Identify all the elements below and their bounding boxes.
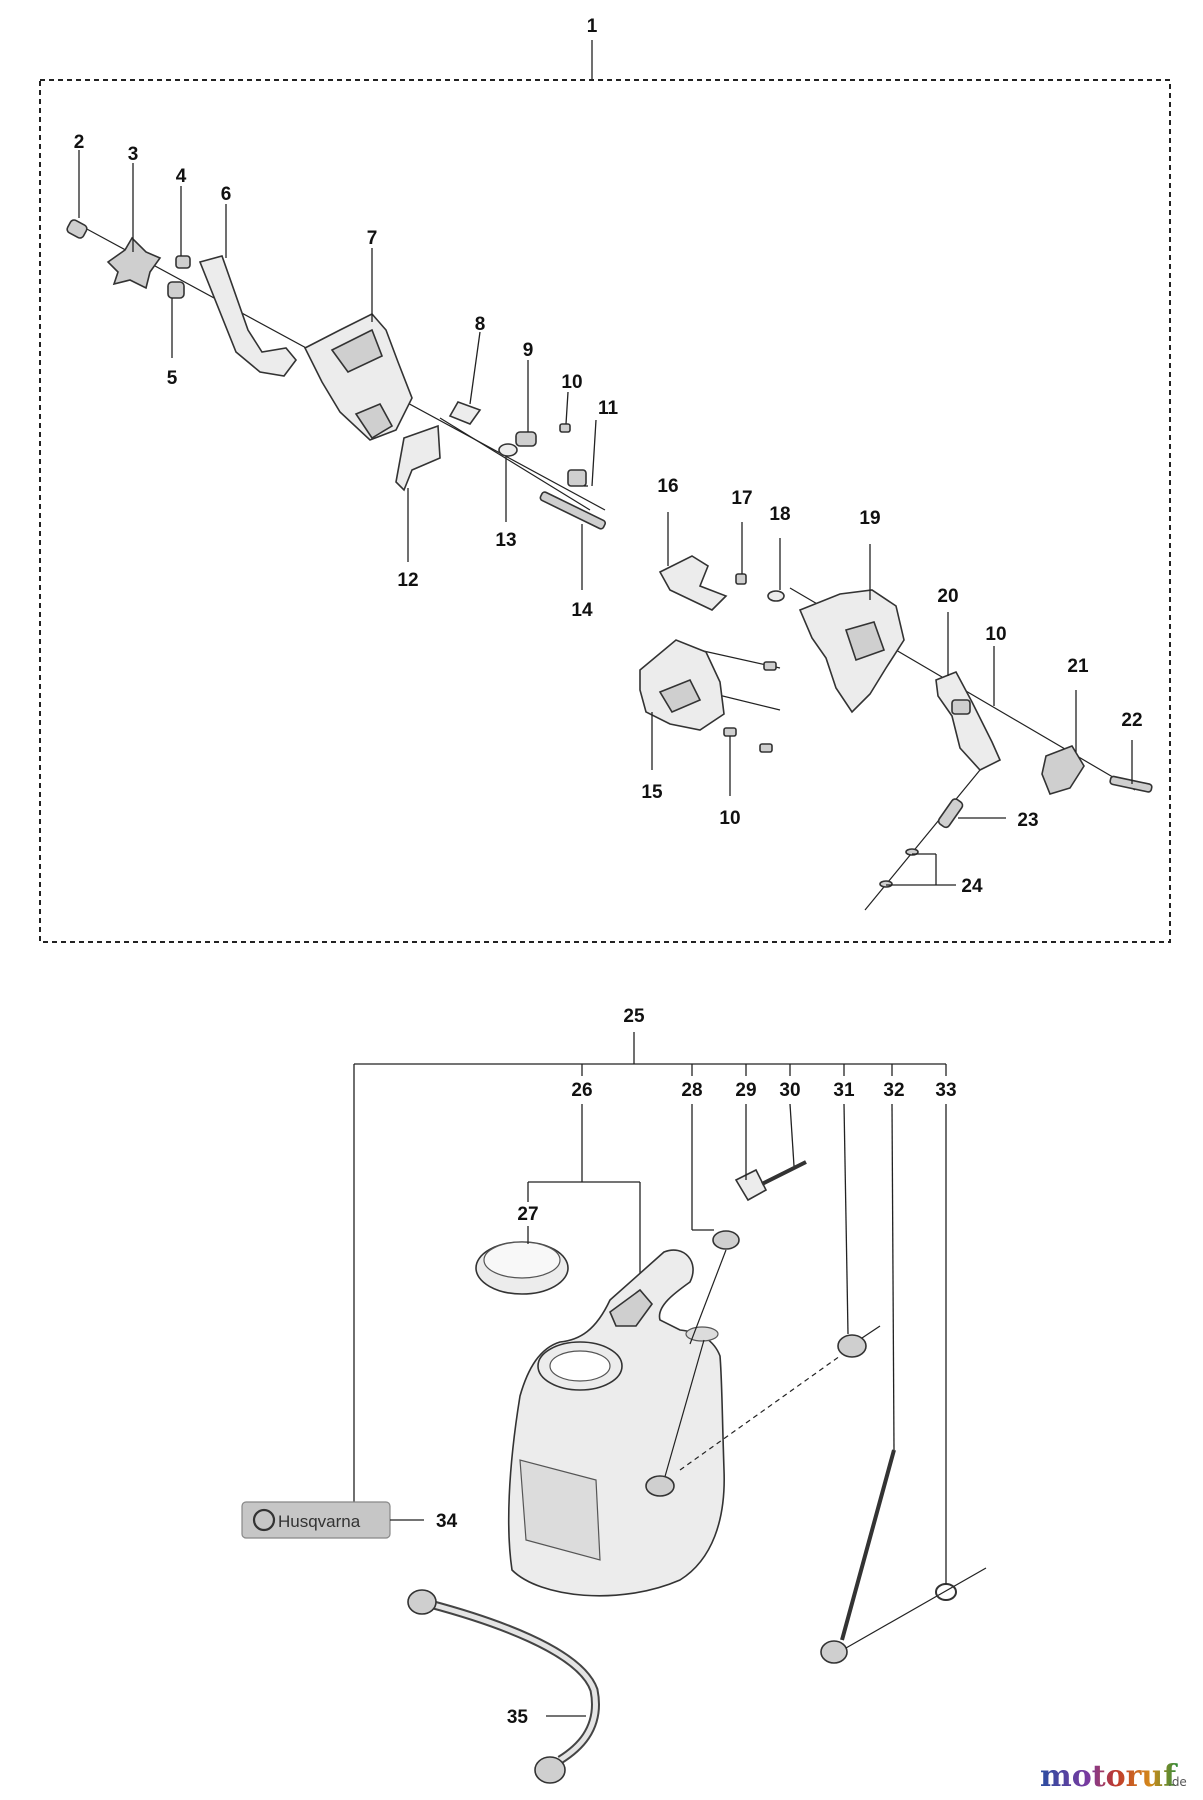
part-13-washer bbox=[498, 443, 518, 457]
part-35-hose bbox=[428, 1599, 600, 1764]
callout-29: 29 bbox=[735, 1080, 756, 1101]
part-7-clamp-housing bbox=[303, 313, 413, 441]
part-21-knob bbox=[1041, 745, 1085, 795]
assembly-group-25: Husqvarna bbox=[241, 1032, 987, 1784]
callout-31: 31 bbox=[833, 1080, 855, 1101]
assembly-boundary bbox=[39, 79, 1171, 943]
callout-13: 13 bbox=[495, 530, 516, 551]
callout-34: 34 bbox=[436, 1511, 458, 1532]
callout-10c: 10 bbox=[719, 808, 740, 829]
part-28-grommet bbox=[712, 1230, 740, 1250]
part-14-bolt bbox=[539, 491, 606, 530]
part-17-nut bbox=[735, 573, 747, 585]
part-22-bolt bbox=[1109, 775, 1153, 793]
callout-33: 33 bbox=[935, 1080, 956, 1101]
callout-30: 30 bbox=[779, 1080, 800, 1101]
part-2-plug bbox=[66, 219, 88, 239]
part-30-hose bbox=[761, 1160, 807, 1186]
watermark-text: motoruf bbox=[1040, 1759, 1178, 1794]
callout-3: 3 bbox=[128, 144, 139, 165]
assembly-group-1 bbox=[39, 40, 1171, 943]
part-32-pickup-tube bbox=[840, 1449, 896, 1641]
callout-20: 20 bbox=[937, 586, 958, 607]
part-3-star-knob bbox=[106, 236, 162, 290]
callout-26: 26 bbox=[571, 1080, 592, 1101]
part-9-sleeve bbox=[515, 431, 537, 447]
callout-labels: 1 2 3 4 5 6 7 8 9 10 10 10 11 12 13 14 1… bbox=[74, 16, 1143, 1728]
callout-14: 14 bbox=[571, 600, 593, 621]
part-20-arm bbox=[935, 670, 1002, 771]
part-23-pin bbox=[937, 798, 964, 829]
callout-12: 12 bbox=[397, 570, 418, 591]
callout-15: 15 bbox=[641, 782, 663, 803]
part-11-nut bbox=[567, 469, 587, 487]
callout-7: 7 bbox=[367, 228, 378, 249]
callout-28: 28 bbox=[681, 1080, 702, 1101]
part-31-ring-nut bbox=[837, 1334, 867, 1358]
part-18-washer bbox=[767, 590, 785, 602]
callout-10a: 10 bbox=[561, 372, 582, 393]
part-5-spacer bbox=[167, 281, 185, 299]
brand-plate-text: Husqvarna bbox=[278, 1512, 361, 1531]
callout-22: 22 bbox=[1121, 710, 1142, 731]
part-6-bracket bbox=[198, 255, 298, 377]
watermark-suffix: .de bbox=[1168, 1775, 1187, 1789]
callout-27: 27 bbox=[517, 1204, 538, 1225]
part-4-screw bbox=[175, 255, 191, 269]
callout-10b: 10 bbox=[985, 624, 1006, 645]
callout-11: 11 bbox=[598, 398, 619, 419]
callout-4: 4 bbox=[176, 166, 187, 187]
callout-8: 8 bbox=[475, 314, 486, 335]
part-16-clip-plate bbox=[658, 555, 728, 611]
part-33-o-ring bbox=[935, 1583, 957, 1601]
callout-18: 18 bbox=[769, 504, 790, 525]
callout-25: 25 bbox=[623, 1006, 645, 1027]
callout-16: 16 bbox=[657, 476, 678, 497]
callout-19: 19 bbox=[859, 508, 880, 529]
part-8-clip bbox=[448, 401, 482, 425]
callout-17: 17 bbox=[731, 488, 752, 509]
callout-35: 35 bbox=[507, 1707, 529, 1728]
callout-6: 6 bbox=[221, 184, 232, 205]
callout-21: 21 bbox=[1067, 656, 1089, 677]
part-12-lever bbox=[395, 424, 441, 492]
part-19-cover bbox=[798, 589, 905, 714]
watermark: motoruf .de bbox=[1040, 1759, 1187, 1794]
callout-23: 23 bbox=[1017, 810, 1038, 831]
callout-9: 9 bbox=[523, 340, 534, 361]
callout-2: 2 bbox=[74, 132, 85, 153]
callout-32: 32 bbox=[883, 1080, 904, 1101]
callout-1: 1 bbox=[587, 16, 598, 37]
callout-24: 24 bbox=[961, 876, 983, 897]
callout-5: 5 bbox=[167, 368, 178, 389]
part-29-filter bbox=[734, 1168, 768, 1202]
